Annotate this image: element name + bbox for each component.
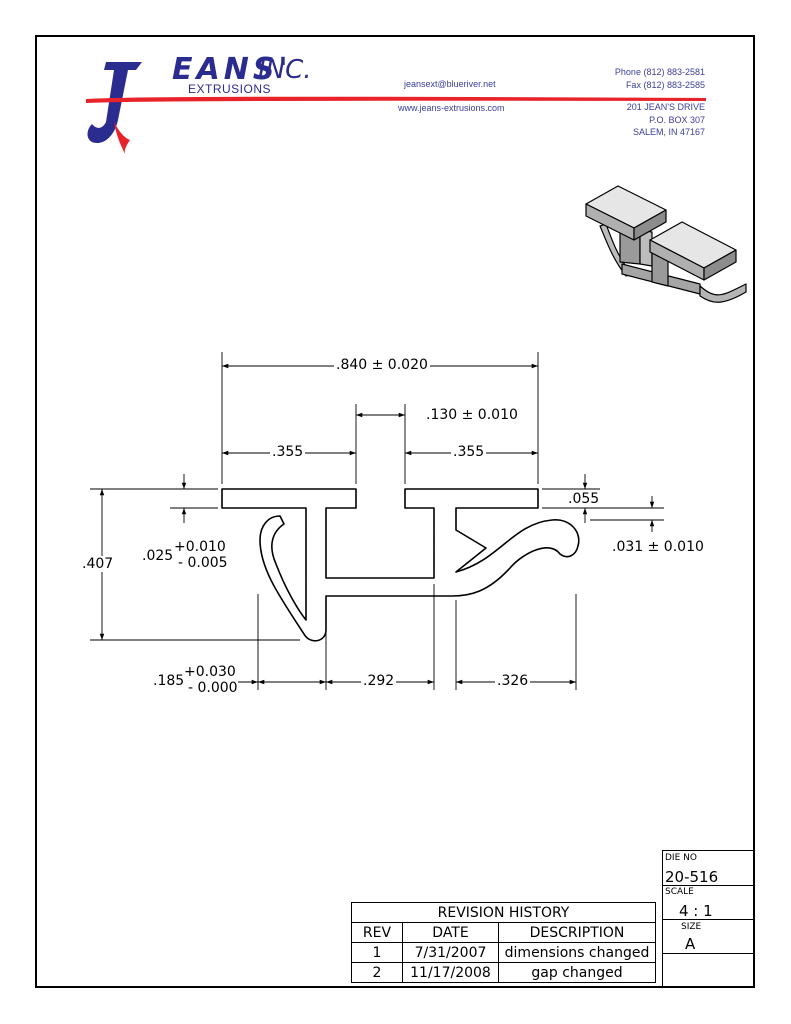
company-email: jeansext@blueriver.net: [404, 79, 496, 89]
dim-overall-width: .840 ± 0.020: [334, 357, 430, 373]
date-cell: 11/17/2008: [402, 962, 499, 983]
dim-right-span: .326: [495, 673, 531, 689]
company-suffix: INC.: [258, 55, 312, 85]
revision-history-table: REVISION HISTORY REV DATE DESCRIPTION 1 …: [351, 902, 656, 983]
description-cell: gap changed: [498, 962, 656, 983]
table-row: 2 11/17/2008 gap changed: [351, 962, 656, 983]
size-box: SIZE A: [662, 919, 755, 954]
scale-label: SCALE: [665, 887, 694, 897]
dim-leg-plus: +0.030: [184, 664, 236, 680]
dim-mid-span: .292: [361, 673, 397, 689]
company-name: EANS': [172, 52, 292, 87]
scale-box: SCALE 4 : 1: [662, 885, 755, 920]
dim-left-lip-plus: +0.010: [174, 539, 226, 555]
description-cell: dimensions changed: [498, 942, 656, 963]
rev-cell: 1: [351, 942, 403, 963]
table-row: 1 7/31/2007 dimensions changed: [351, 942, 656, 963]
extension-lines: [90, 352, 664, 690]
header-swoosh-bar: [86, 96, 706, 103]
company-website: www.jeans-extrusions.com: [398, 103, 505, 113]
date-cell: 7/31/2007: [402, 942, 499, 963]
address-line-2: P.O. BOX 307: [649, 115, 705, 125]
size-value: A: [685, 935, 696, 953]
dim-leg-minus: - 0.000: [188, 680, 238, 696]
dim-left-lip-nominal: .025: [140, 548, 176, 564]
description-header: DESCRIPTION: [498, 922, 656, 943]
address-line-3: SALEM, IN 47167: [632, 127, 705, 137]
dim-leg-nominal: .185: [151, 673, 187, 689]
size-label: SIZE: [681, 922, 702, 932]
die-no-value: 20-516: [665, 868, 719, 886]
rev-cell: 2: [351, 962, 403, 983]
dim-left-lip-minus: - 0.005: [178, 555, 228, 571]
address-line-1: 201 JEAN'S DRIVE: [626, 102, 705, 112]
dim-right-flange: .355: [451, 444, 487, 460]
dim-overall-height: .407: [80, 556, 116, 572]
company-phone: Phone (812) 883-2581: [614, 67, 705, 77]
die-no-label: DIE NO: [665, 853, 697, 863]
date-header: DATE: [402, 922, 499, 943]
blank-title-box: [662, 953, 755, 988]
drawing-sheet-border: [35, 35, 755, 988]
scale-value: 4 : 1: [679, 902, 713, 920]
isometric-view: [585, 185, 747, 303]
extrusion-profile: [221, 488, 580, 642]
dim-right-lip: .031 ± 0.010: [610, 539, 706, 555]
die-no-box: DIE NO 20-516: [662, 850, 755, 886]
company-logo-j: [87, 62, 142, 154]
rev-header: REV: [351, 922, 403, 943]
company-division: EXTRUSIONS: [188, 82, 272, 96]
dim-left-flange: .355: [270, 444, 306, 460]
revision-history-title: REVISION HISTORY: [351, 902, 656, 923]
dim-center-gap: .130 ± 0.010: [424, 407, 520, 423]
company-fax: Fax (812) 883-2585: [625, 80, 705, 90]
dim-flange-thickness: .055: [566, 491, 602, 507]
